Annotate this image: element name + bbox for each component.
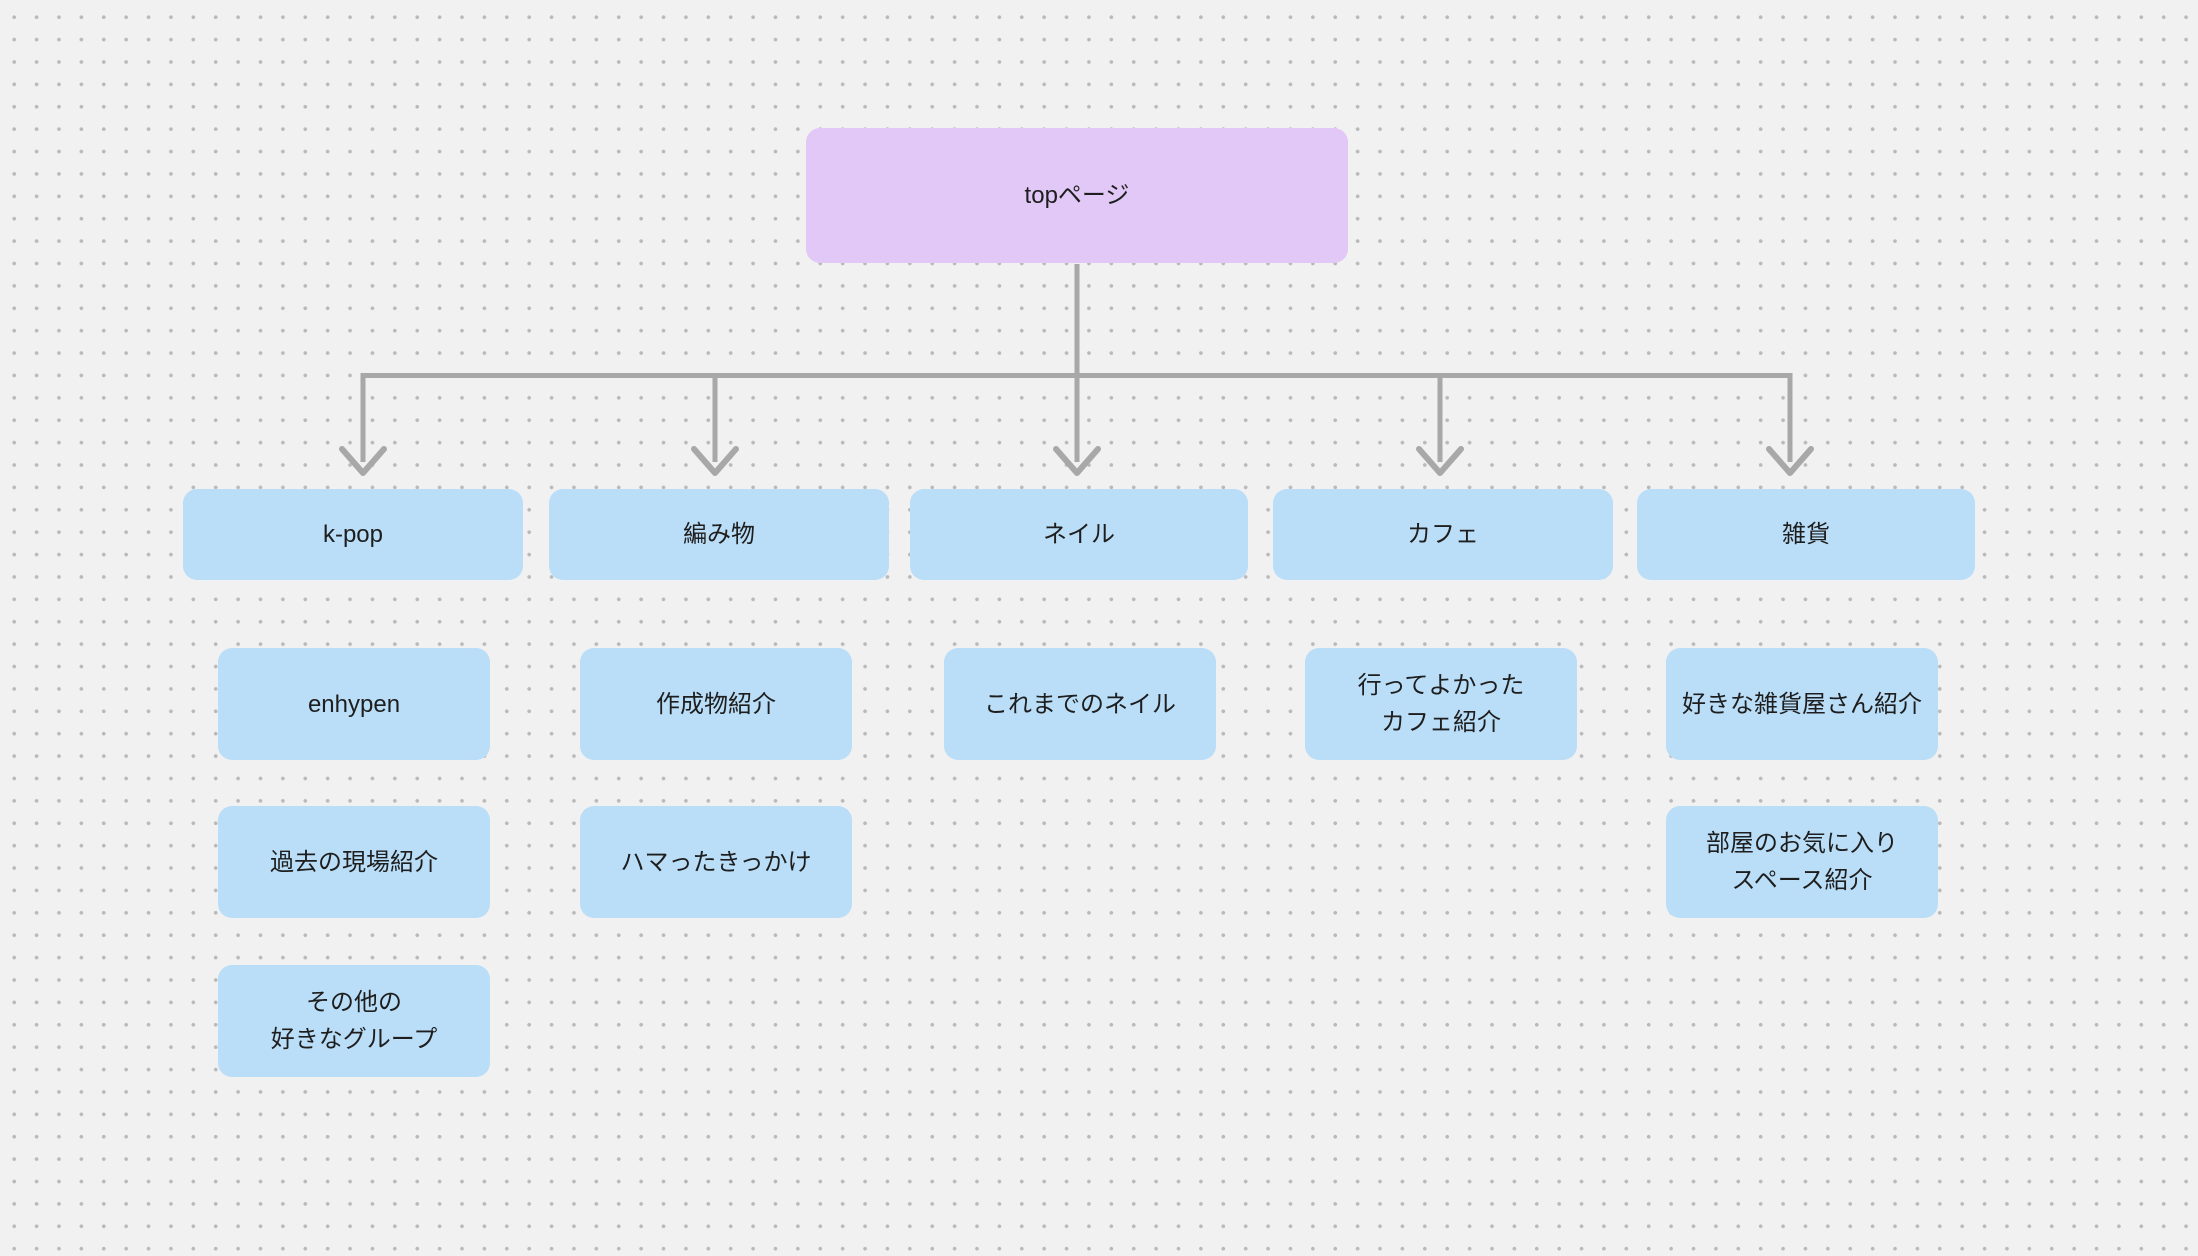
node-kpop[interactable]: k-pop [183, 489, 523, 580]
node-room-space-label: 部屋のお気に入り スペース紹介 [1706, 830, 1898, 894]
node-top-page-label: topページ [1024, 182, 1130, 209]
node-other-groups[interactable]: その他の 好きなグループ [218, 965, 490, 1077]
node-cafe[interactable]: カフェ [1273, 489, 1613, 580]
node-nail-label: ネイル [1043, 521, 1115, 548]
connector-drop-zakka [1766, 373, 1814, 476]
node-cafe-label: カフェ [1407, 521, 1479, 548]
connector-drop-nail [1053, 446, 1101, 476]
connector-drop-amimono [691, 373, 739, 476]
node-good-cafes-label: 行ってよかった カフェ紹介 [1357, 672, 1525, 736]
node-nails-so-far[interactable]: これまでのネイル [944, 648, 1216, 760]
node-knitting-label: 編み物 [683, 521, 755, 548]
node-past-events-label: 過去の現場紹介 [270, 848, 438, 876]
node-other-groups-label: その他の 好きなグループ [270, 989, 438, 1053]
node-kpop-label: k-pop [322, 521, 384, 548]
node-past-events[interactable]: 過去の現場紹介 [218, 806, 490, 918]
node-top-page[interactable]: topページ [806, 128, 1348, 263]
node-created-works-label: 作成物紹介 [656, 690, 776, 718]
node-good-cafes[interactable]: 行ってよかった カフェ紹介 [1305, 648, 1577, 760]
node-hooked-reason-label: ハマったきっかけ [620, 848, 812, 876]
node-hooked-reason[interactable]: ハマったきっかけ [580, 806, 852, 918]
node-room-space[interactable]: 部屋のお気に入り スペース紹介 [1666, 806, 1938, 918]
node-favorite-shops-label: 好きな雑貨屋さん紹介 [1682, 690, 1922, 718]
node-enhypen[interactable]: enhypen [218, 648, 490, 760]
node-favorite-shops[interactable]: 好きな雑貨屋さん紹介 [1666, 648, 1938, 760]
connector-drop-cafe [1416, 373, 1464, 476]
node-nails-so-far-label: これまでのネイル [984, 690, 1176, 718]
node-enhypen-label: enhypen [307, 690, 401, 718]
node-nail[interactable]: ネイル [910, 489, 1248, 580]
node-knitting[interactable]: 編み物 [549, 489, 889, 580]
node-zakka[interactable]: 雑貨 [1637, 489, 1975, 580]
connector-drop-kpop [339, 373, 387, 476]
node-zakka-label: 雑貨 [1782, 521, 1830, 548]
node-created-works[interactable]: 作成物紹介 [580, 648, 852, 760]
